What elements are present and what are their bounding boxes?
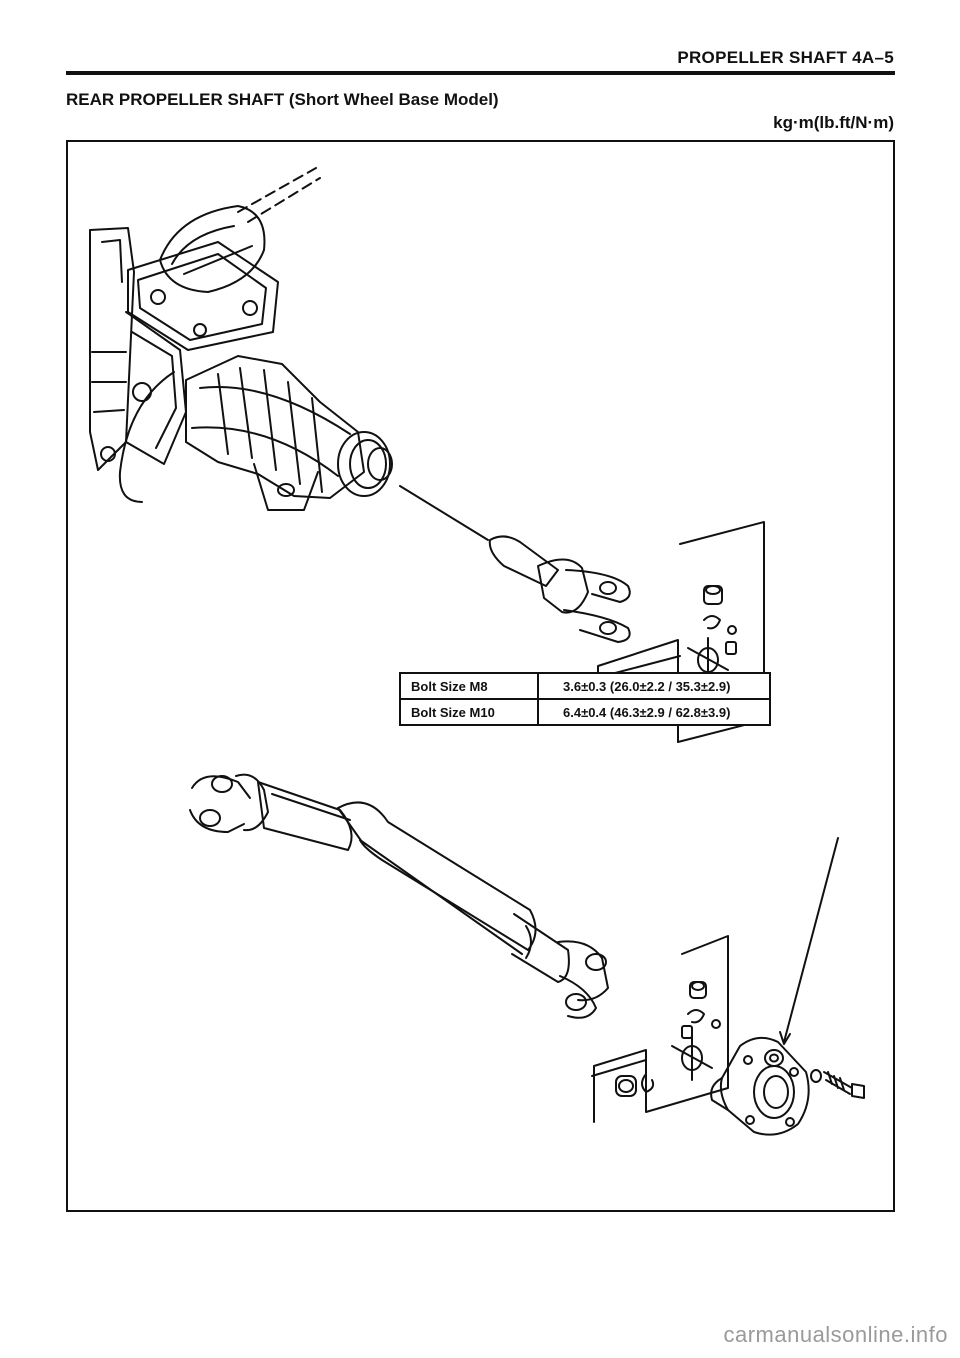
torque-units: kg·m(lb.ft/N·m)	[773, 113, 894, 132]
watermark-text: carmanualsonline.info	[723, 1322, 948, 1347]
u-joint-kit-lower	[591, 935, 729, 1123]
section-title: REAR PROPELLER SHAFT (Short Wheel Base M…	[66, 90, 499, 109]
sleeve-yoke-drawing	[488, 535, 631, 643]
torque-value-cell: 3.6±0.3 (26.0±2.2 / 35.3±2.9)	[537, 672, 771, 700]
table-row: Bolt Size M10 6.4±0.4 (46.3±2.9 / 62.8±3…	[399, 698, 771, 726]
header-title: PROPELLER SHAFT 4A–5	[677, 48, 894, 67]
torque-table: Bolt Size M8 3.6±0.3 (26.0±2.2 / 35.3±2.…	[399, 672, 771, 726]
propeller-shaft-drawing	[189, 773, 609, 1019]
bolt-size-cell: Bolt Size M10	[399, 698, 539, 726]
header-rule	[66, 71, 895, 75]
flange-assembly-drawing	[710, 837, 865, 1136]
table-row: Bolt Size M8 3.6±0.3 (26.0±2.2 / 35.3±2.…	[399, 672, 771, 700]
torque-value-cell: 6.4±0.4 (46.3±2.9 / 62.8±3.9)	[537, 698, 771, 726]
transmission-drawing	[89, 167, 489, 541]
bolt-size-cell: Bolt Size M8	[399, 672, 539, 700]
